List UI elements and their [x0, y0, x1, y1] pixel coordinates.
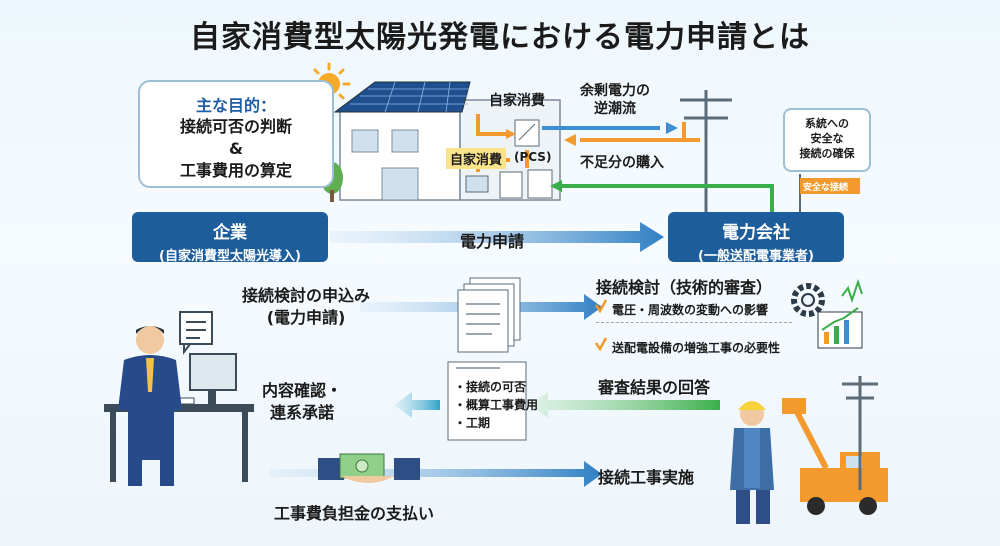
wave-icon	[841, 278, 863, 304]
purpose-line-3: 工事費用の算定	[179, 161, 292, 180]
company-name: 企業	[213, 223, 247, 243]
self-consumption-arrow	[476, 114, 512, 136]
purpose-line-1: 接続可否の判断	[179, 117, 292, 136]
step-confirm-line-1: 内容確認・	[262, 381, 343, 400]
step-confirm: 内容確認・ 連系承諾	[262, 380, 342, 424]
step-payment: 工事費負担金の支払い	[274, 504, 435, 523]
utility-box: 電力会社 (一般送配電事業者)	[668, 212, 844, 264]
surplus-line-2: 逆潮流	[594, 101, 636, 117]
shortage-label: 不足分の購入	[580, 155, 664, 171]
utility-sub: (一般送配電事業者)	[698, 249, 814, 264]
money-handshake-icon	[318, 453, 420, 483]
utility-name: 電力会社	[722, 223, 790, 243]
step-application-line-1: 接続検討の申込み	[242, 286, 371, 305]
result-item-1: ・接続の可否	[454, 380, 527, 394]
company-sub: (自家消費型太陽光導入)	[159, 249, 301, 264]
safety-flag	[799, 174, 860, 212]
self-consumption-label: 自家消費	[489, 93, 545, 109]
result-item-2: ・概算工事費用	[454, 398, 539, 412]
documents-icon	[457, 277, 521, 353]
safety-line-3: 接続の確保	[799, 147, 855, 160]
businessman-illustration	[104, 326, 254, 486]
step-construction: 接続工事実施	[598, 468, 695, 487]
surplus-line-1: 余剰電力の	[580, 83, 650, 99]
surplus-label: 余剰電力の 逆潮流	[580, 82, 650, 118]
purpose-box: 主な目的： 接続可否の判断 & 工事費用の算定	[138, 80, 334, 188]
power-pole-bottom-icon	[842, 376, 878, 490]
purpose-line-2: &	[229, 139, 243, 158]
main-arrow-label: 電力申請	[460, 232, 525, 251]
safety-box: 系統への 安全な 接続の確保	[783, 108, 871, 172]
pcs-label: (PCS)	[514, 150, 552, 164]
main-application-arrow	[330, 222, 664, 252]
gear-icon	[791, 283, 825, 317]
review-item-1: 電圧・周波数の変動への影響	[612, 303, 769, 317]
safety-line-1: 系統への	[805, 117, 849, 130]
worker-illustration	[730, 401, 774, 524]
result-document-icon	[447, 361, 527, 441]
safety-flag-label: 安全な接続	[803, 183, 849, 193]
purpose-heading: 主な目的：	[195, 96, 276, 115]
review-item-2: 送配電設備の増強工事の必要性	[612, 341, 781, 355]
step-confirm-line-2: 連系承諾	[270, 403, 335, 422]
result-item-3: ・工期	[454, 416, 491, 430]
company-box: 企業 (自家消費型太陽光導入)	[132, 212, 328, 264]
step-result: 審査結果の回答	[598, 378, 711, 397]
shortage-arrow	[560, 184, 774, 220]
result-document-text: ・接続の可否 ・概算工事費用 ・工期	[454, 378, 538, 432]
self-consumption-badge: 自家消費	[446, 148, 507, 169]
arrow-confirm	[394, 392, 440, 418]
safety-line-2: 安全な	[810, 132, 844, 145]
step-application: 接続検討の申込み (電力申請)	[242, 285, 370, 329]
page-title: 自家消費型太陽光発電における電力申請とは	[190, 20, 810, 55]
growth-chart-icon	[817, 307, 863, 349]
step-review-title: 接続検討（技術的審査）	[596, 278, 773, 297]
step-application-line-2: (電力申請)	[266, 308, 346, 327]
power-pole-icon	[680, 90, 732, 222]
arrow-construction	[270, 461, 602, 487]
review-divider	[596, 322, 792, 323]
bucket-truck-icon	[782, 398, 888, 515]
arrow-result	[530, 392, 720, 418]
speech-document-icon	[179, 311, 213, 355]
